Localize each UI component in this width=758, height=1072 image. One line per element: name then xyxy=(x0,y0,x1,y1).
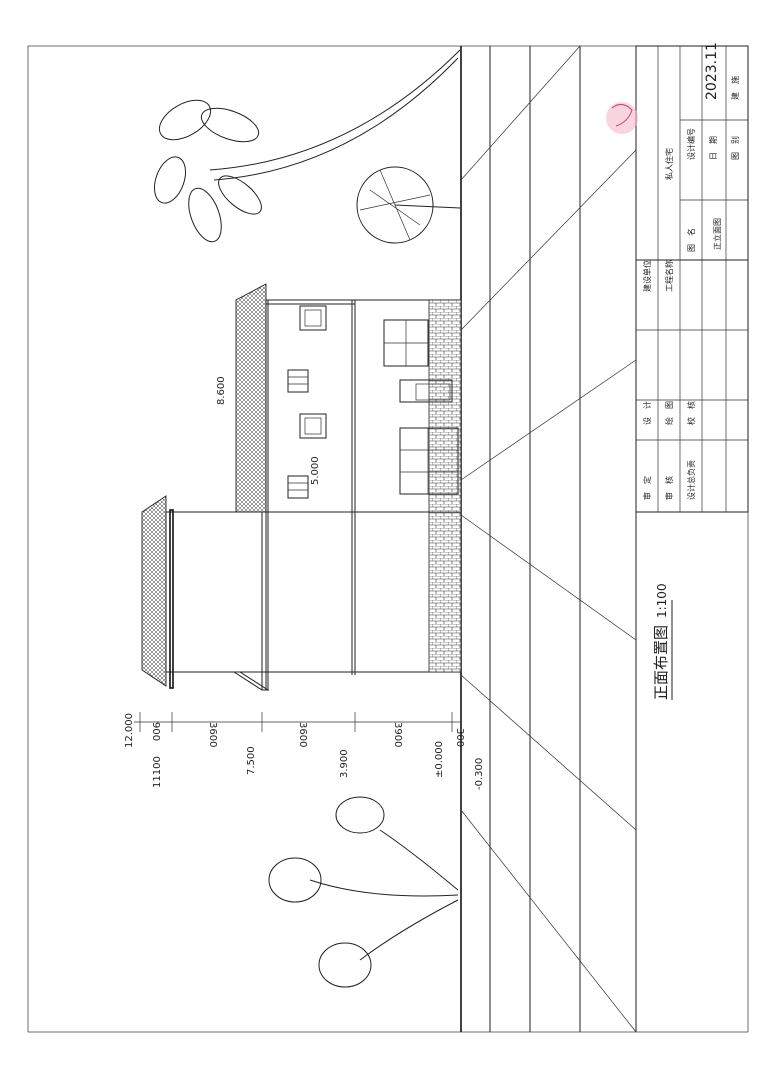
elev-total-dim: 11100 xyxy=(152,756,163,788)
title-text: 正面布置图 xyxy=(652,625,670,700)
tb-date-value: 2023.11 xyxy=(704,42,720,100)
elevation-labels: 12.000 11100 8.600 7.500 5.000 3.900 ±0.… xyxy=(124,376,485,790)
tb-project-label: 工程名称 xyxy=(664,260,674,292)
dim-3600-b: 3600 xyxy=(297,722,308,747)
elev-mid: 3.900 xyxy=(339,749,350,778)
shrub xyxy=(356,166,461,244)
dim-900: 900 xyxy=(150,722,161,741)
tb-sheet-label: 图 别 xyxy=(731,136,740,160)
elev-top: 12.000 xyxy=(124,713,135,748)
building-elevation xyxy=(141,283,462,691)
palm-tree-top xyxy=(153,49,461,243)
ground-lines xyxy=(460,46,637,1032)
tb-date-label: 日 期 xyxy=(709,136,718,160)
tb-role-approve: 审 定 xyxy=(642,476,652,500)
tb-client-label: 建设单位 xyxy=(642,260,652,292)
dimension-chain: 900 3600 3600 3900 300 xyxy=(134,712,465,747)
drawing-frame xyxy=(27,45,749,1033)
drawing-title: 正面布置图 1:100 xyxy=(652,583,673,700)
tb-role-design: 设 计 xyxy=(642,401,652,425)
dim-300: 300 xyxy=(454,728,465,747)
dim-3900: 3900 xyxy=(392,722,403,747)
dim-3600-a: 3600 xyxy=(207,722,218,747)
tb-design-no-label: 设计编号 xyxy=(686,128,696,160)
tb-sheet-value: 建 施 xyxy=(730,76,740,100)
elev-upper: 7.500 xyxy=(246,746,257,775)
tb-project-value: 私人住宅 xyxy=(664,148,674,180)
tb-drawing-name-value: 正立面图 xyxy=(712,218,722,250)
stamp-seal xyxy=(606,102,638,134)
elev-ground: ±0.000 xyxy=(434,741,445,778)
tb-drawing-name-label: 图 名 xyxy=(686,228,696,252)
palm-trees-bottom xyxy=(268,796,459,988)
tb-role-chief: 设计总负责 xyxy=(686,460,696,500)
tb-role-check: 校 核 xyxy=(686,401,696,425)
tb-role-draw: 绘 图 xyxy=(664,401,674,425)
title-block: 建设单位 工程名称 私人住宅 图 名 正立面图 设计编号 日 期 2023.11… xyxy=(635,42,749,513)
scale-text: 1:100 xyxy=(655,583,669,618)
elev-balcony: 5.000 xyxy=(310,456,321,485)
elev-roof-eave: 8.600 xyxy=(216,376,227,405)
elev-base: -0.300 xyxy=(474,758,485,790)
perspective-lines xyxy=(460,45,637,1033)
tb-role-review: 审 核 xyxy=(664,476,674,500)
